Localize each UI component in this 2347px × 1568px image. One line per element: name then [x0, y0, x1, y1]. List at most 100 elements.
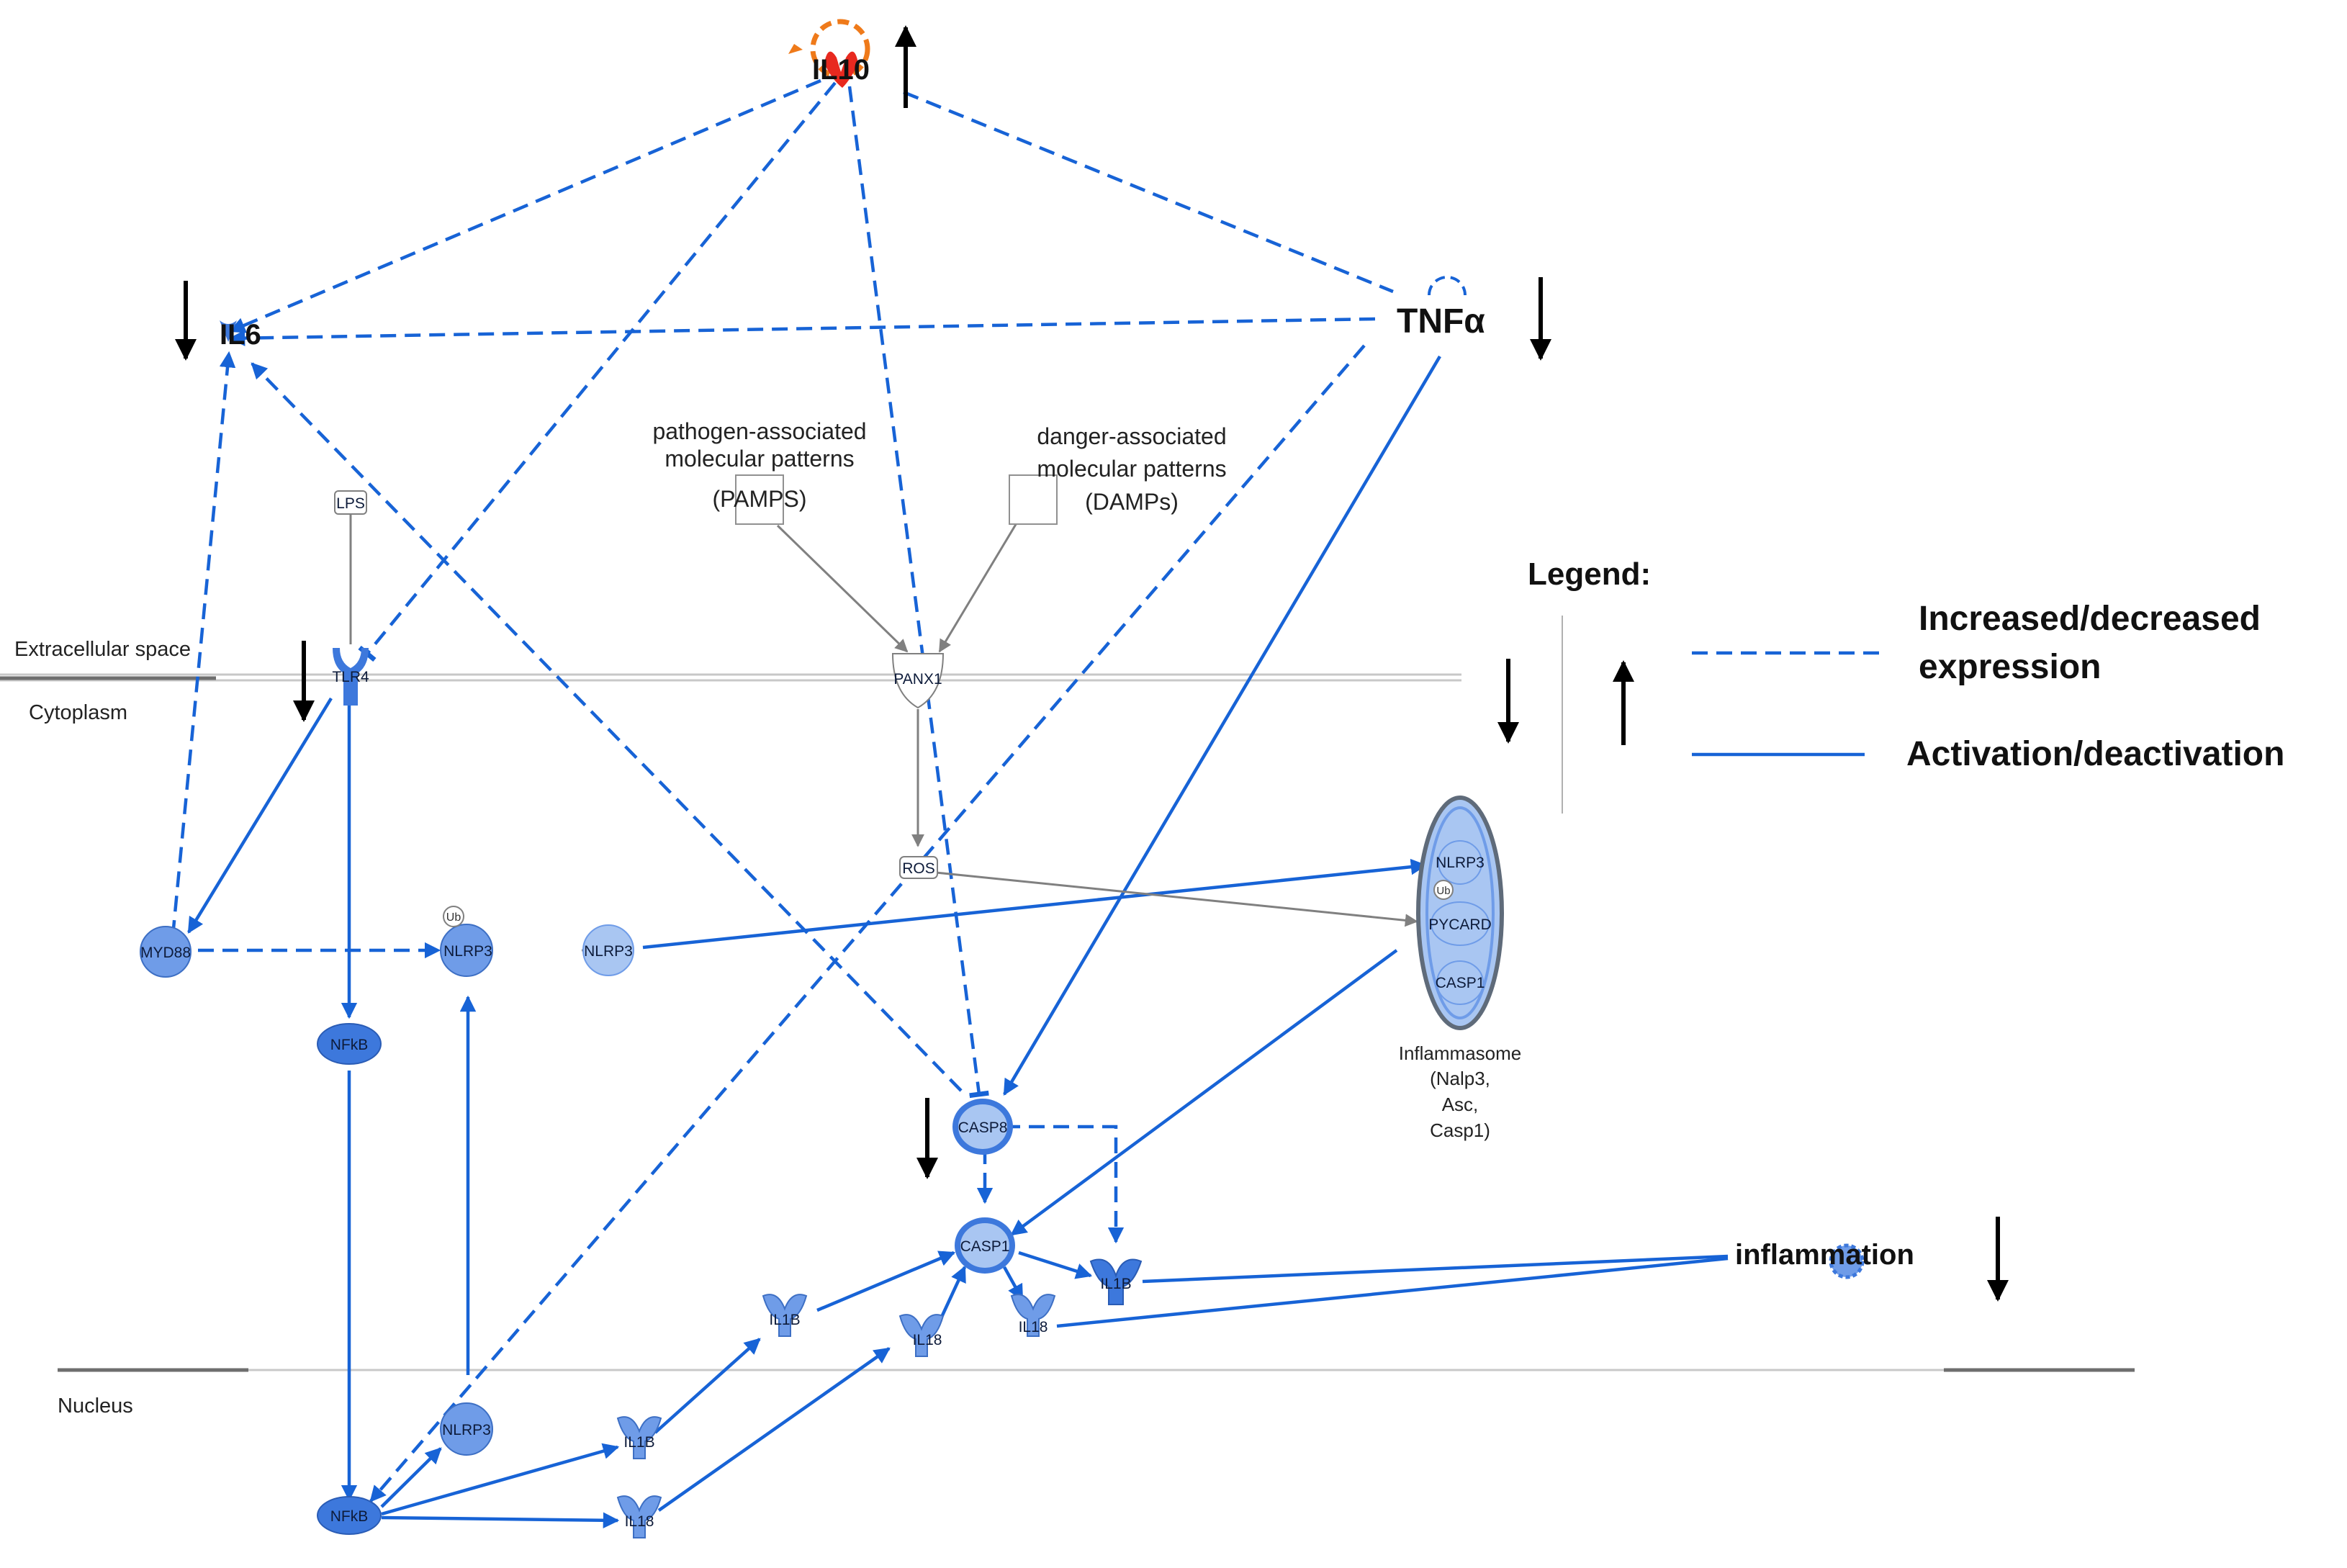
il6-shape — [220, 320, 237, 342]
edge-tnfa-il6 — [228, 317, 1376, 346]
pamps-line-1: pathogen-associated — [652, 418, 866, 444]
il1b-cyto-node[interactable]: IL1B — [762, 1294, 808, 1337]
il18-nuc-shape — [616, 1495, 662, 1538]
panx1-label: PANX1 — [893, 671, 942, 688]
casp1-shape — [955, 1217, 1015, 1274]
lps-label: LPS — [336, 495, 365, 512]
nfkb-cyto-node[interactable]: NFkB — [317, 1023, 382, 1065]
nlrp3-shape — [582, 924, 634, 976]
legend-title: Legend: — [1528, 557, 1651, 592]
casp1-label: CASP1 — [960, 1238, 1010, 1255]
inflammation-node[interactable]: inflammation — [1735, 1239, 1914, 1279]
extracellular-label: Extracellular space — [14, 638, 191, 661]
damps-line-3: (DAMPs) — [1085, 489, 1179, 515]
tnfa-self-loop — [1428, 276, 1467, 296]
il1b-cyto-shape — [762, 1294, 808, 1337]
myd88-node[interactable]: MYD88 — [140, 926, 192, 978]
il18-right-node[interactable]: IL18 — [1010, 1294, 1056, 1337]
lps-box — [334, 490, 367, 515]
tlr4-label: TLR4 — [332, 669, 369, 685]
inflammation-shape — [1829, 1243, 1865, 1279]
edge-il10-tnfa — [903, 90, 1394, 294]
edge-nfkb-il18nuc — [381, 1512, 620, 1529]
nlrp3-label: NLRP3 — [584, 943, 633, 960]
edge-il1b-casp1 — [816, 1251, 956, 1312]
inflammasome-ub-label: Ub — [1436, 885, 1450, 897]
pamps-node[interactable]: pathogen-associated molecular patterns (… — [652, 418, 867, 525]
il1b-cyto-label: IL1B — [769, 1312, 800, 1328]
il6-label: IL6 — [220, 319, 261, 351]
nfkb-nuc-label: NFkB — [330, 1508, 369, 1525]
damps-box — [1009, 474, 1058, 525]
inflammasome-casp1 — [1436, 960, 1484, 1005]
ros-box — [899, 856, 938, 879]
edge-il10-casp8 — [847, 86, 989, 1099]
edge-casp8-il1b — [1004, 1125, 1125, 1244]
nlrp3-ub-shape — [440, 924, 493, 977]
panx1-node[interactable]: PANX1 — [891, 653, 945, 709]
inflammasome-caption-4: Casp1) — [1430, 1119, 1490, 1141]
il1b-nuc-node[interactable]: IL1B — [616, 1416, 662, 1459]
panx1-shape — [891, 653, 945, 709]
il10-shape — [824, 51, 858, 88]
nfkb-nuc-node[interactable]: NFkB — [317, 1496, 382, 1535]
legend-dashed-line-1: Increased/decreased — [1919, 600, 2261, 638]
edge-pamps-panx1 — [776, 524, 909, 653]
il18-nuc-label: IL18 — [625, 1513, 654, 1530]
il18-cyto-shape — [898, 1314, 945, 1357]
inflammasome-caption-2: (Nalp3, — [1430, 1068, 1490, 1089]
edge-tnfa-casp8 — [1003, 355, 1441, 1096]
edge-il18-inflammation — [1056, 1256, 1729, 1328]
edge-casp8-il6 — [251, 362, 963, 1092]
edge-inflammasome-casp1 — [1010, 949, 1398, 1236]
casp1-node[interactable]: CASP1 — [955, 1217, 1015, 1274]
inflammasome-caption-1: Inflammasome — [1399, 1042, 1522, 1064]
lps-node[interactable]: LPS — [334, 490, 367, 515]
inflammasome-pycard — [1431, 901, 1490, 946]
myd88-shape — [140, 926, 192, 978]
inflammasome-node[interactable]: NLRP3 Ub PYCARD CASP1 Inflammasome (Nalp… — [1399, 796, 1522, 1141]
inflammasome-ub — [1433, 880, 1454, 900]
nlrp3-nuc-shape — [440, 1402, 493, 1456]
regulation-arrows — [175, 25, 2009, 1302]
tnfa-node[interactable]: TNFα — [1397, 276, 1485, 341]
damps-line-2: molecular patterns — [1037, 456, 1226, 482]
edge-nfkb-il1bnuc — [381, 1443, 620, 1516]
nucleus-label: Nucleus — [58, 1394, 133, 1418]
casp8-node[interactable]: CASP8 — [952, 1099, 1013, 1155]
ros-node[interactable]: ROS — [899, 856, 938, 879]
inflammasome-nlrp3-label: NLRP3 — [1436, 855, 1485, 871]
cytoplasm-label: Cytoplasm — [29, 701, 127, 724]
edge-il10-tlr4 — [358, 81, 837, 662]
tlr4-node[interactable]: TLR4 — [332, 648, 369, 706]
nlrp3-node[interactable]: NLRP3 — [582, 924, 634, 976]
il1b-nuc-label: IL1B — [623, 1434, 654, 1451]
nlrp3-nuc-node[interactable]: NLRP3 — [440, 1402, 493, 1456]
tlr4-shape — [333, 648, 369, 706]
nlrp3-ub-node[interactable]: Ub NLRP3 — [440, 906, 493, 977]
legend-dashed-line-2: expression — [1919, 648, 2101, 686]
legend-solid-label: Activation/deactivation — [1906, 735, 2284, 773]
il18-nuc-node[interactable]: IL18 — [616, 1495, 662, 1538]
edge-tlr4-myd88 — [187, 697, 333, 934]
nfkb-cyto-shape — [317, 1023, 382, 1065]
expression-edges — [171, 78, 1394, 1502]
casp8-label: CASP8 — [958, 1119, 1008, 1136]
il6-node[interactable]: IL6 — [220, 319, 261, 351]
edge-ros-inflammasome — [935, 871, 1418, 927]
inflammasome-caption-3: Asc, — [1442, 1094, 1479, 1115]
edge-il10-il6 — [228, 78, 821, 333]
il18-cyto-label: IL18 — [913, 1332, 942, 1348]
il18-right-shape — [1010, 1294, 1056, 1337]
activation-edges — [187, 355, 1729, 1529]
damps-node[interactable]: danger-associated molecular patterns (DA… — [1009, 423, 1227, 525]
legend: Legend: Increased/decreased expression A… — [1528, 557, 2284, 814]
casp8-shape — [952, 1099, 1013, 1155]
inflammasome-pycard-label: PYCARD — [1428, 916, 1492, 933]
inflammasome-nlrp3 — [1438, 840, 1482, 885]
il10-node[interactable]: IL10 — [788, 19, 870, 88]
edge-il18nuc-il18 — [657, 1347, 891, 1512]
nfkb-nuc-shape — [317, 1496, 382, 1535]
il18-cyto-node[interactable]: IL18 — [898, 1314, 945, 1357]
il1b-right-node[interactable]: IL1B — [1089, 1258, 1143, 1305]
